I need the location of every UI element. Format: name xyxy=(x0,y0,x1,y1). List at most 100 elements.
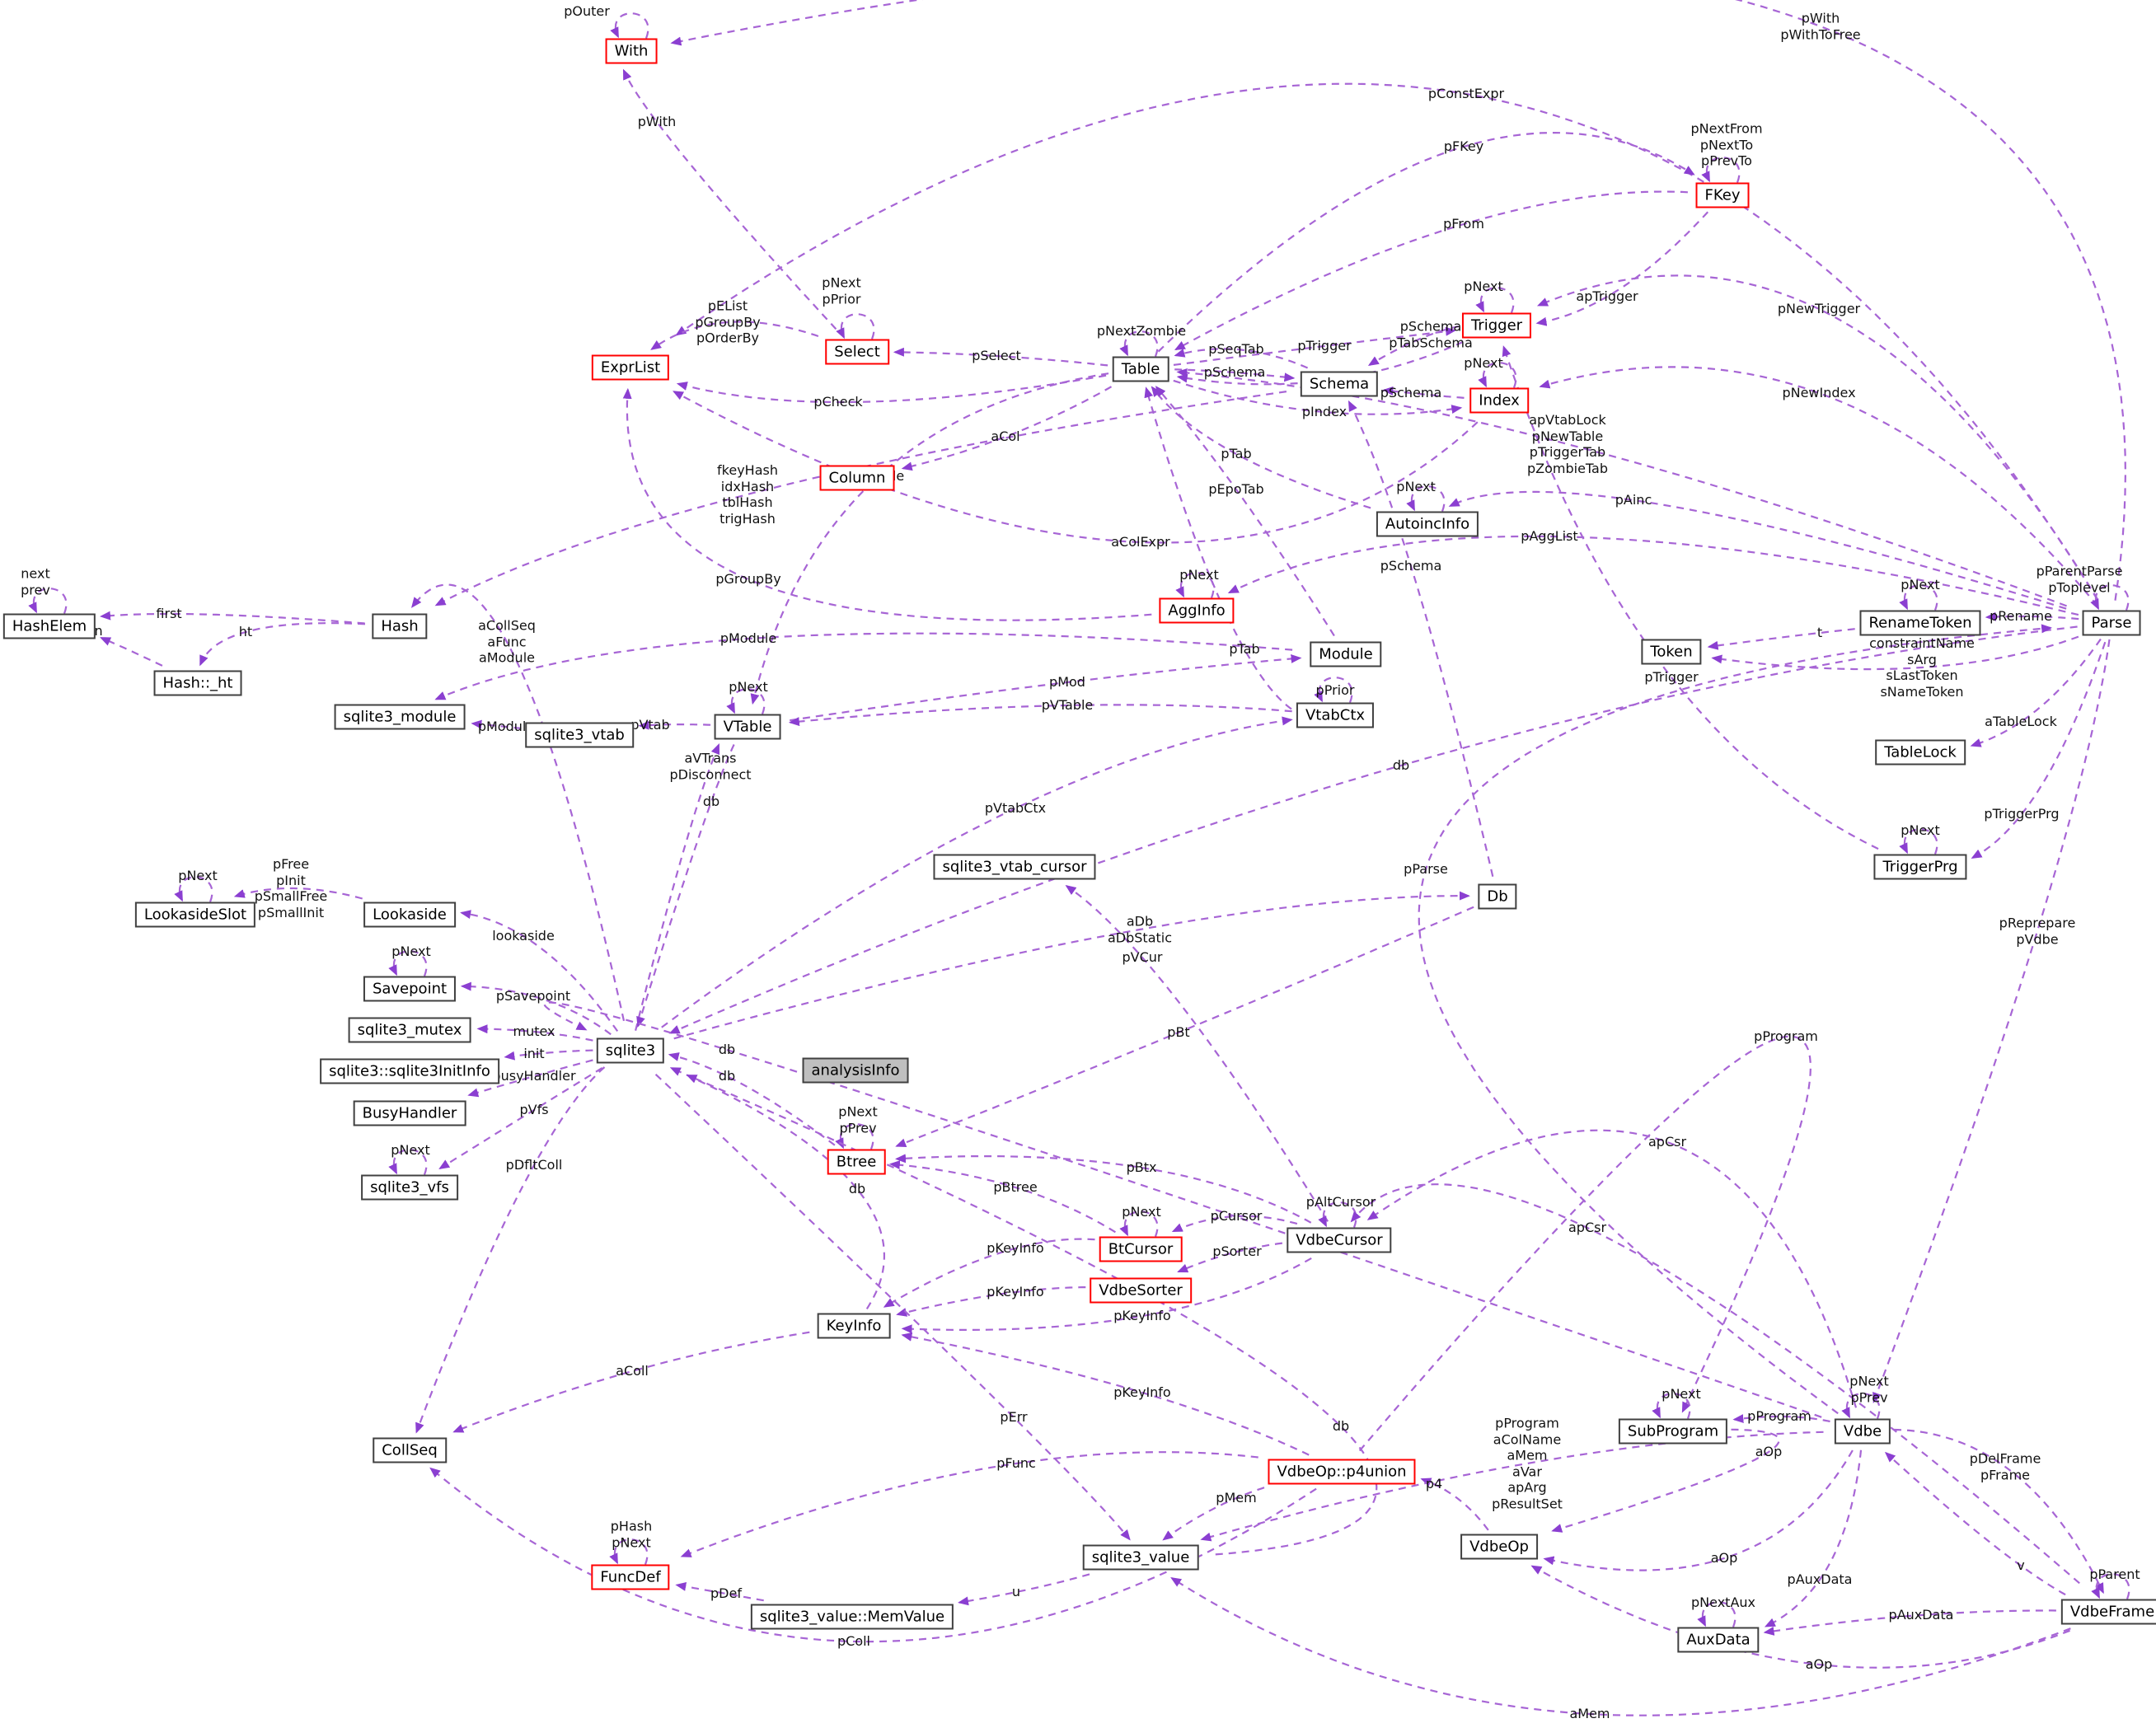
edge-Vdbe-sqlite3_value xyxy=(1200,1431,1824,1542)
edge-FKey-FKey xyxy=(1701,157,1741,183)
edge-RenameToken-Token xyxy=(1707,628,1855,650)
node-Hash[interactable]: Hash xyxy=(372,613,428,639)
edge-LookasideSlot-LookasideSlot xyxy=(174,876,213,902)
node-TableLock[interactable]: TableLock xyxy=(1875,739,1966,766)
edge-VtabCtx-VTable xyxy=(788,704,1292,727)
node-HashElem[interactable]: HashElem xyxy=(2,613,96,639)
node-AuxData[interactable]: AuxData xyxy=(1677,1627,1760,1653)
edge-BtCursor-BtCursor xyxy=(1119,1211,1159,1237)
edge-FKey-Table xyxy=(1174,190,1688,351)
edge-Table-Table xyxy=(1119,330,1159,357)
node-Token[interactable]: Token xyxy=(1641,639,1702,665)
node-sqlite3[interactable]: sqlite3 xyxy=(596,1037,665,1064)
edge-Schema-Table xyxy=(1174,348,1309,369)
edge-With-With xyxy=(610,12,649,39)
node-VdbeOp[interactable]: VdbeOp xyxy=(1460,1534,1538,1560)
edge-Parse-TableLock xyxy=(1970,638,2102,747)
edge-Trigger-Trigger xyxy=(1475,287,1515,313)
edge-Hash-Hash_ht xyxy=(199,622,366,667)
node-MemValue[interactable]: sqlite3_value::MemValue xyxy=(750,1604,954,1630)
edge-Btree-Btree xyxy=(835,1123,874,1150)
node-AutoincInfo[interactable]: AutoincInfo xyxy=(1376,511,1479,537)
node-VdbeFrame[interactable]: VdbeFrame xyxy=(2060,1599,2156,1625)
edge-SubProgram-VdbeOp xyxy=(1551,1428,1780,1533)
node-Vdbe[interactable]: Vdbe xyxy=(1834,1418,1891,1445)
node-BusyHandler[interactable]: BusyHandler xyxy=(353,1100,466,1126)
edge-MemValue-FuncDef xyxy=(675,1581,764,1602)
edge-Savepoint-Savepoint xyxy=(388,950,428,976)
node-sqlite3_vtab_cursor[interactable]: sqlite3_vtab_cursor xyxy=(933,854,1096,880)
node-Savepoint[interactable]: Savepoint xyxy=(363,976,457,1002)
node-sqlite3InitInfo[interactable]: sqlite3::sqlite3InitInfo xyxy=(320,1058,499,1084)
node-sqlite3_value[interactable]: sqlite3_value xyxy=(1082,1544,1199,1571)
edge-Lookaside-LookasideSlot xyxy=(233,887,363,900)
node-sqlite3_mutex[interactable]: sqlite3_mutex xyxy=(348,1017,471,1043)
node-KeyInfo[interactable]: KeyInfo xyxy=(817,1313,891,1339)
node-VdbeCursor[interactable]: VdbeCursor xyxy=(1287,1227,1392,1253)
node-VtabCtx[interactable]: VtabCtx xyxy=(1296,702,1375,728)
node-VTable[interactable]: VTable xyxy=(714,714,781,740)
edge-VtabCtx-Table xyxy=(1144,386,1292,710)
node-VdbeSorter[interactable]: VdbeSorter xyxy=(1090,1277,1192,1304)
node-sqlite3_module[interactable]: sqlite3_module xyxy=(334,704,466,730)
node-Table[interactable]: Table xyxy=(1112,356,1169,382)
edge-sqlite3-VTable xyxy=(635,743,720,1031)
node-Btree[interactable]: Btree xyxy=(827,1149,886,1175)
edge-p4union-SubProgram xyxy=(1358,1035,1812,1452)
edge-sqlite3_vtab-sqlite3_module xyxy=(471,719,522,729)
node-AggInfo[interactable]: AggInfo xyxy=(1159,597,1235,624)
node-LookasideSlot[interactable]: LookasideSlot xyxy=(134,901,256,928)
edge-VdbeCursor-Btree xyxy=(895,1154,1312,1224)
node-Parse[interactable]: Parse xyxy=(2082,610,2141,636)
edge-Parse-TriggerPrg xyxy=(1971,641,2107,859)
edge-sqlite3_value-sqlite3 xyxy=(686,1074,1378,1556)
edge-sqlite3-VtabCtx xyxy=(661,716,1293,1028)
edge-Hash-HashElem xyxy=(100,611,365,625)
edge-Parse-sqlite3 xyxy=(668,625,2078,1034)
edge-KeyInfo-CollSeq xyxy=(452,1331,810,1433)
edge-VdbeFrame-sqlite3_value xyxy=(1170,1577,2071,1716)
node-Hash_ht[interactable]: Hash::_ht xyxy=(153,670,242,696)
edge-p4union-sqlite3_value xyxy=(1162,1487,1265,1541)
node-Db[interactable]: Db xyxy=(1478,883,1517,910)
edge-AggInfo-AggInfo xyxy=(1175,572,1215,598)
node-RenameToken[interactable]: RenameToken xyxy=(1859,610,1981,636)
node-sqlite3_vfs[interactable]: sqlite3_vfs xyxy=(361,1174,458,1201)
node-ExprList[interactable]: ExprList xyxy=(591,354,670,381)
edge-Parse-Vdbe xyxy=(1872,639,2111,1403)
node-Lookaside[interactable]: Lookaside xyxy=(363,901,456,928)
node-SubProgram[interactable]: SubProgram xyxy=(1618,1418,1728,1445)
edge-TriggerPrg-TriggerPrg xyxy=(1899,828,1938,855)
node-FKey[interactable]: FKey xyxy=(1695,182,1750,208)
edge-FuncDef-FuncDef xyxy=(609,1538,649,1565)
edge-Parse-AggInfo xyxy=(1227,535,2079,616)
edge-Parse-AutoincInfo xyxy=(1448,490,2067,610)
node-FuncDef[interactable]: FuncDef xyxy=(591,1564,670,1590)
node-Schema[interactable]: Schema xyxy=(1300,371,1379,397)
node-sqlite3_vtab[interactable]: sqlite3_vtab xyxy=(525,722,634,748)
node-Index[interactable]: Index xyxy=(1469,387,1529,414)
node-Trigger[interactable]: Trigger xyxy=(1461,312,1532,339)
edge-Parse-Index xyxy=(1539,366,2098,606)
node-Select[interactable]: Select xyxy=(825,339,889,365)
edge-BtCursor-Btree xyxy=(888,1160,1116,1234)
edge-Vdbe-SubProgram xyxy=(1732,1414,1830,1424)
edge-AutoincInfo-Table xyxy=(1151,386,1371,509)
node-Module[interactable]: Module xyxy=(1310,641,1382,667)
node-CollSeq[interactable]: CollSeq xyxy=(373,1437,447,1463)
node-p4union[interactable]: VdbeOp::p4union xyxy=(1268,1459,1416,1485)
node-With[interactable]: With xyxy=(605,38,658,64)
edge-VTable-Module xyxy=(790,653,1302,722)
edge-sqlite3-Db xyxy=(673,891,1470,1040)
edge-Table-Index xyxy=(1173,379,1463,415)
edge-Vdbe-Parse xyxy=(1418,624,2053,1415)
node-Column[interactable]: Column xyxy=(819,465,895,491)
node-analysisInfo[interactable]: analysisInfo xyxy=(802,1057,909,1084)
edge-Vdbe-VdbeCursor xyxy=(1366,1129,1858,1408)
edge-BtCursor-KeyInfo xyxy=(883,1238,1095,1308)
edge-sqlite3-CollSeq xyxy=(415,1066,606,1434)
node-BtCursor[interactable]: BtCursor xyxy=(1099,1236,1183,1262)
edge-sqlite3-sqlite3_vfs xyxy=(438,1067,603,1169)
node-TriggerPrg[interactable]: TriggerPrg xyxy=(1873,854,1967,880)
edge-Table-FKey xyxy=(1157,131,1695,353)
